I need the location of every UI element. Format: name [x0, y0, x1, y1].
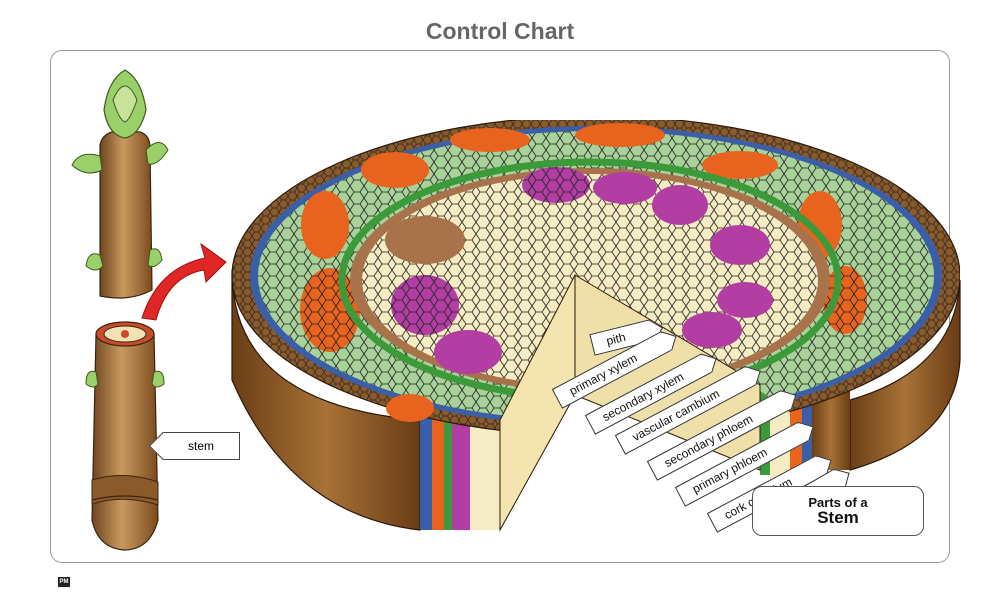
- badge-line1: Parts of a: [808, 495, 868, 510]
- red-arrow: [141, 242, 227, 321]
- title-badge: Parts of a Stem: [752, 486, 924, 536]
- publisher-logo: PM: [58, 577, 70, 587]
- label-stem: stem: [162, 432, 240, 460]
- badge-line2: Stem: [817, 508, 859, 527]
- page-title: Control Chart: [425, 18, 575, 44]
- twig-top: [71, 69, 169, 299]
- stem-cross-section: [231, 120, 961, 532]
- twig-bottom: [85, 321, 165, 551]
